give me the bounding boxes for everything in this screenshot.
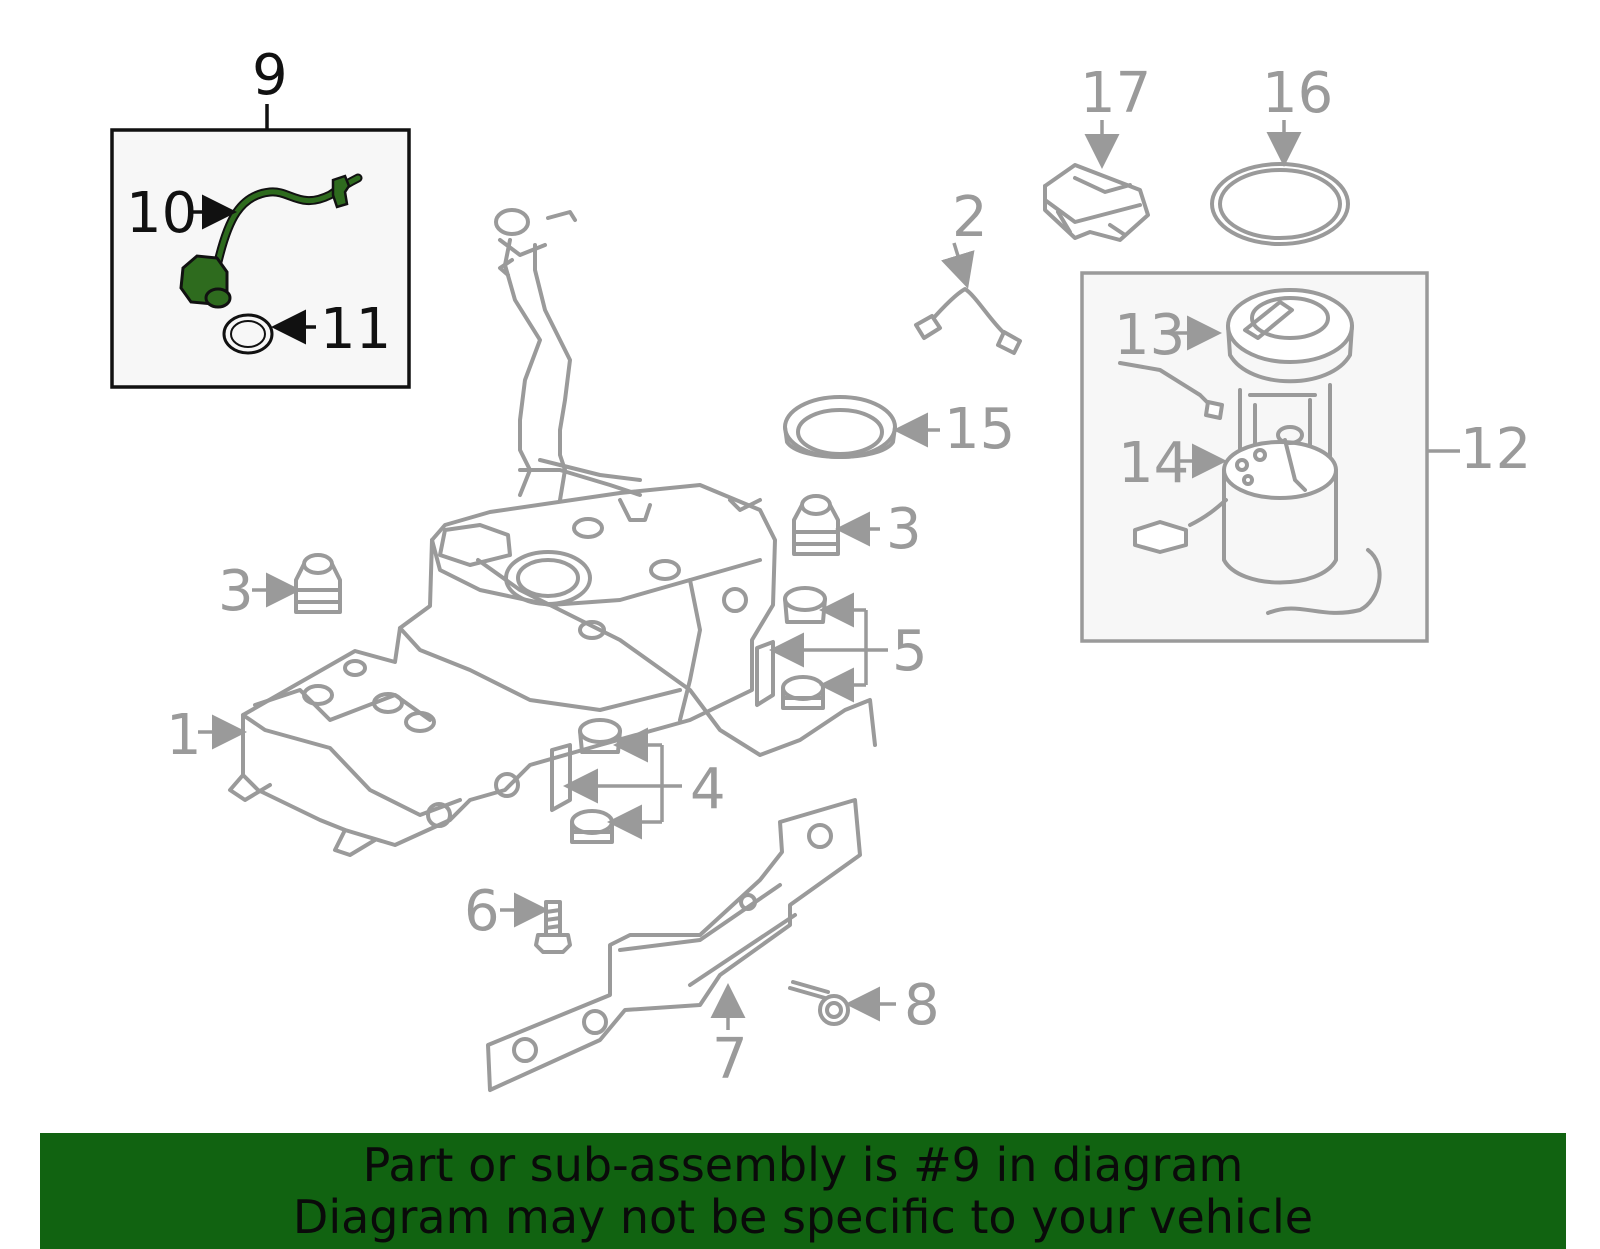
leader-2 bbox=[941, 242, 975, 289]
info-banner: Part or sub-assembly is #9 in diagram Di… bbox=[40, 1133, 1566, 1249]
callout-3-left[interactable]: 3 bbox=[218, 559, 254, 624]
callout-11[interactable]: 11 bbox=[320, 297, 391, 362]
callout-8[interactable]: 8 bbox=[904, 973, 940, 1038]
callout-4[interactable]: 4 bbox=[690, 757, 726, 822]
callout-17[interactable]: 17 bbox=[1080, 61, 1151, 126]
callout-16[interactable]: 16 bbox=[1262, 61, 1333, 126]
callout-12[interactable]: 12 bbox=[1460, 417, 1531, 482]
fuel-pump-module-part-12 bbox=[1118, 288, 1382, 615]
callout-2[interactable]: 2 bbox=[952, 185, 988, 250]
callout-15[interactable]: 15 bbox=[944, 397, 1015, 462]
fuel-tank-part-1 bbox=[228, 208, 877, 857]
connector-harness-part-2 bbox=[914, 287, 1022, 355]
banner-line-2: Diagram may not be specific to your vehi… bbox=[292, 1190, 1314, 1244]
bump-stop-part-3-right bbox=[792, 494, 840, 556]
callout-7[interactable]: 7 bbox=[712, 1027, 748, 1092]
callout-6[interactable]: 6 bbox=[464, 879, 500, 944]
callout-9[interactable]: 9 bbox=[252, 43, 288, 108]
bolt-part-8 bbox=[788, 980, 850, 1026]
o-ring-part-16 bbox=[1210, 162, 1350, 246]
leader-5 bbox=[769, 592, 888, 703]
heat-shield-part-7 bbox=[486, 798, 862, 1092]
subassembly-9-box bbox=[110, 104, 411, 389]
callout-13[interactable]: 13 bbox=[1114, 303, 1185, 368]
banner-line-1: Part or sub-assembly is #9 in diagram bbox=[362, 1138, 1244, 1192]
control-module-part-17 bbox=[1043, 163, 1150, 242]
lock-ring-part-15 bbox=[783, 395, 897, 459]
callout-5[interactable]: 5 bbox=[892, 619, 928, 684]
callout-10[interactable]: 10 bbox=[126, 181, 197, 246]
callout-1[interactable]: 1 bbox=[166, 703, 202, 768]
callout-14[interactable]: 14 bbox=[1118, 431, 1189, 496]
callout-3-right[interactable]: 3 bbox=[886, 497, 922, 562]
leader-4 bbox=[563, 727, 682, 840]
bump-stop-part-3-left bbox=[294, 553, 342, 614]
